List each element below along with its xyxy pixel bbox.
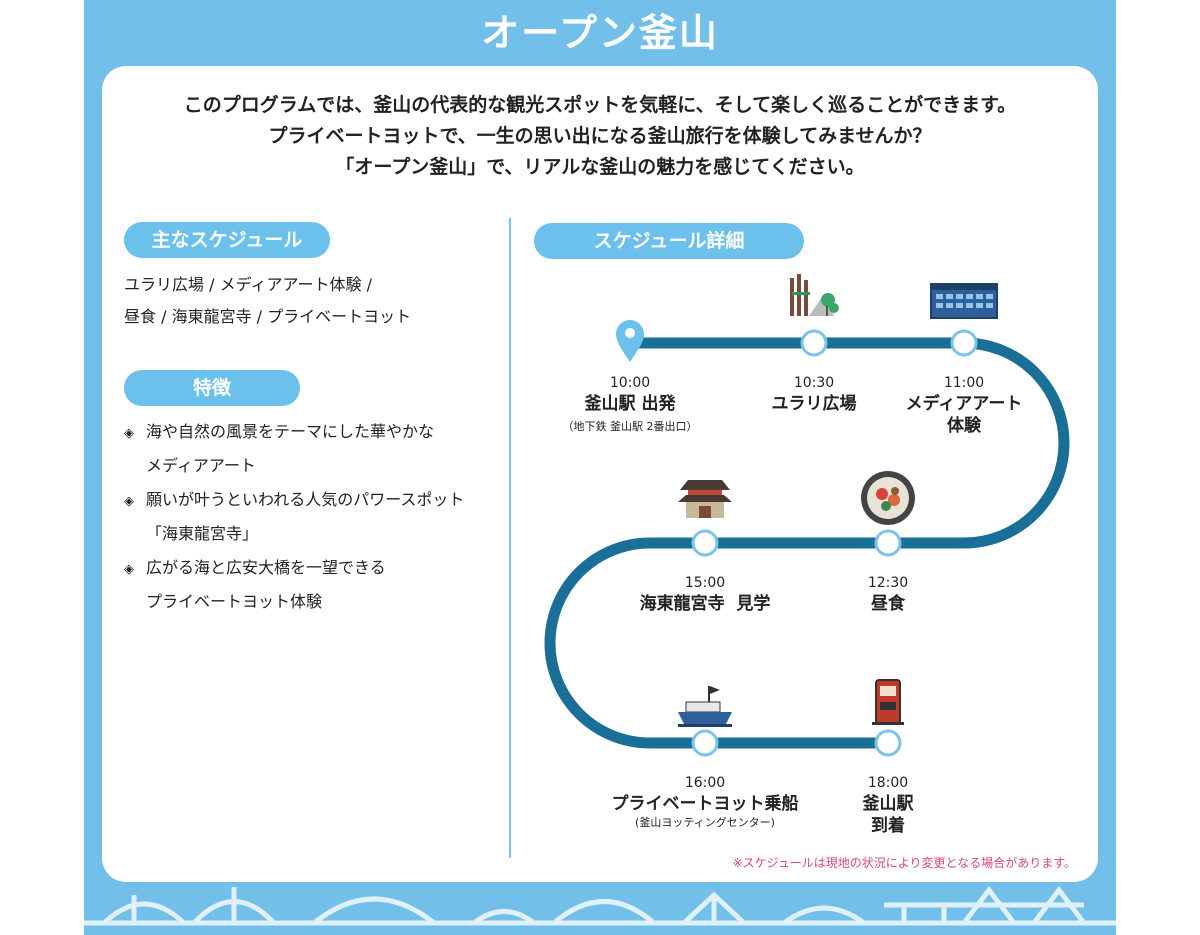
feature-text: 願いが叶うといわれる人気のパワースポット — [146, 490, 465, 509]
stop-time: 16:00 — [684, 775, 726, 791]
column-divider — [509, 218, 511, 858]
route-node — [800, 329, 828, 357]
food-bowl-icon — [861, 471, 915, 525]
feature-text: 広がる海と広安大橋を一望できる — [146, 558, 386, 577]
stop-name: 釜山駅 出発 — [584, 394, 676, 414]
stop-time: 12:30 — [867, 575, 909, 591]
stop-sub: （地下鉄 釜山駅 2番出口） — [562, 420, 698, 433]
stop-time: 10:30 — [793, 375, 835, 391]
route-node — [874, 529, 902, 557]
temple-icon — [678, 480, 732, 518]
route-map — [544, 274, 1070, 757]
feature-item: ◈ 海や自然の風景をテーマにした華やかな メディアアート — [124, 416, 434, 482]
yacht-icon — [678, 686, 732, 727]
schedule-note: ※スケジュールは現地の状況により変更となる場合があります。 — [732, 856, 1076, 870]
diamond-bullet-icon: ◈ — [124, 426, 134, 441]
main-schedule-line: ユラリ広場 / メディアアート体験 / — [124, 275, 372, 294]
diamond-bullet-icon: ◈ — [124, 494, 134, 509]
stop-name: メディアアート — [905, 394, 1023, 414]
train-icon — [872, 679, 904, 725]
route-node — [691, 729, 719, 757]
intro-line: このプログラムでは、釜山の代表的な観光スポットを気軽に、そして楽しく巡ることがで… — [183, 94, 1017, 116]
feature-text: プライベートヨット体験 — [146, 592, 323, 611]
stop-name: 体験 — [947, 416, 981, 436]
stop-busan-station-arrive: 18:00 釜山駅 到着 — [788, 773, 988, 837]
route-line — [544, 337, 1070, 749]
building-icon — [930, 283, 998, 319]
stop-name: ユラリ広場 — [771, 394, 857, 414]
park-icon — [790, 274, 839, 316]
stop-time: 10:00 — [609, 375, 651, 391]
stop-busan-station-depart: 10:00 釜山駅 出発 （地下鉄 釜山駅 2番出口） — [530, 373, 730, 435]
feature-item: ◈ 広がる海と広安大橋を一望できる プライベートヨット体験 — [124, 552, 386, 618]
route-node — [691, 529, 719, 557]
intro-text: このプログラムでは、釜山の代表的な観光スポットを気軽に、そして楽しく巡ることがで… — [102, 90, 1098, 183]
stop-name: プライベートヨット乗船 — [611, 794, 799, 814]
stop-private-yacht: 16:00 プライベートヨット乗船 (釜山ヨッティングセンター) — [590, 773, 820, 831]
stop-time: 11:00 — [943, 375, 985, 391]
main-schedule-line: 昼食 / 海東龍宮寺 / プライベートヨット — [124, 307, 412, 326]
feature-item: ◈ 願いが叶うといわれる人気のパワースポット 「海東龍宮寺」 — [124, 484, 464, 550]
page-title: オープン釜山 — [481, 11, 719, 55]
main-schedule-heading: 主なスケジュール — [124, 222, 330, 258]
feature-text: 「海東龍宮寺」 — [146, 524, 259, 543]
stop-name: 昼食 — [871, 594, 905, 614]
poster-frame: オープン釜山 このプログラムでは、釜山の代表的な観光スポットを気軽に、そして楽し… — [84, 0, 1116, 935]
feature-text: 海や自然の風景をテーマにした華やかな — [146, 422, 435, 441]
stop-haedong-yonggungsa: 15:00 海東龍宮寺 見学 — [605, 573, 805, 615]
content-card: このプログラムでは、釜山の代表的な観光スポットを気軽に、そして楽しく巡ることがで… — [102, 66, 1098, 882]
intro-line: 「オープン釜山」で、リアルな釜山の魅力を感じてください。 — [335, 156, 865, 178]
route-node — [874, 729, 902, 757]
route-node — [950, 329, 978, 357]
bridge-skyline-decoration — [84, 885, 1116, 926]
diamond-bullet-icon: ◈ — [124, 562, 134, 577]
stop-name: 釜山駅 — [862, 794, 914, 814]
schedule-detail-heading: スケジュール詳細 — [534, 223, 804, 259]
stop-name: 到着 — [871, 816, 905, 836]
stop-lunch: 12:30 昼食 — [788, 573, 988, 615]
intro-line: プライベートヨットで、一生の思い出になる釜山旅行を体験してみませんか？ — [268, 125, 932, 147]
stop-media-art: 11:00 メディアアート 体験 — [864, 373, 1064, 437]
stop-time: 15:00 — [684, 575, 726, 591]
map-pin-icon — [616, 320, 644, 362]
features-heading: 特徴 — [124, 370, 300, 406]
stop-yurari-plaza: 10:30 ユラリ広場 — [714, 373, 914, 415]
stop-name: 海東龍宮寺 見学 — [639, 594, 771, 614]
stop-sub: (釜山ヨッティングセンター) — [635, 816, 775, 829]
feature-text: メディアアート — [146, 456, 256, 475]
stop-time: 18:00 — [867, 775, 909, 791]
